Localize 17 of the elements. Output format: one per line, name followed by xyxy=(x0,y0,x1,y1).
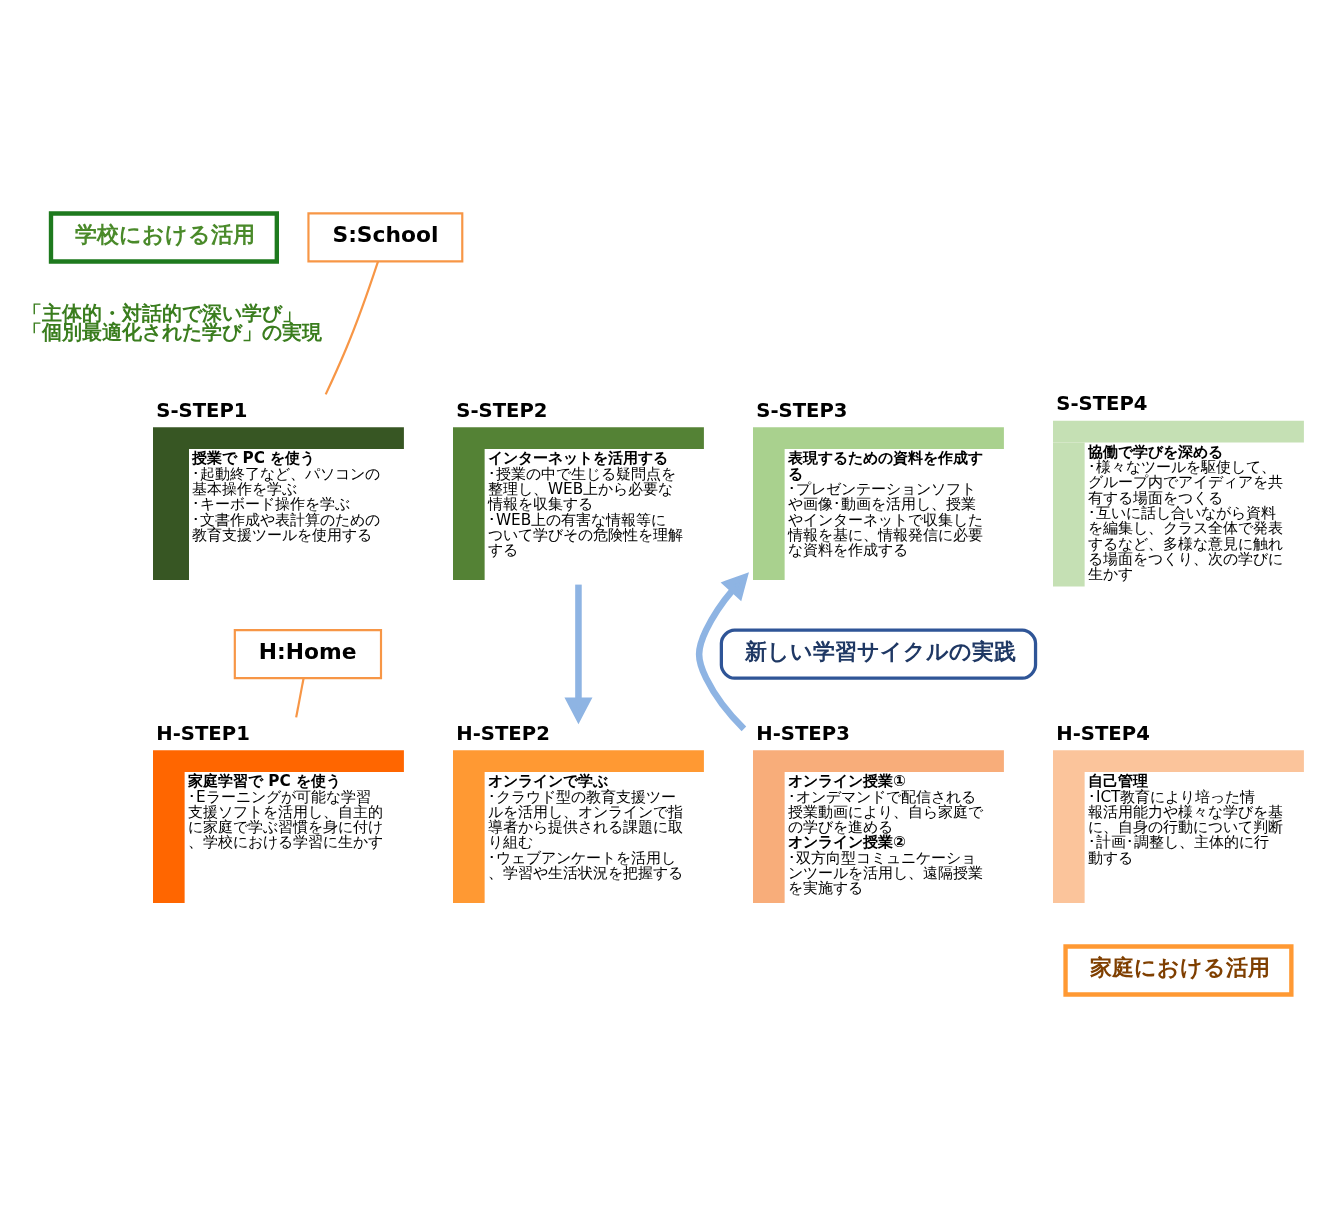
arrow xyxy=(695,572,749,732)
node-label: H-STEP2 xyxy=(455,721,550,745)
node-label: H-STEP4 xyxy=(1055,721,1150,745)
connector xyxy=(324,261,379,395)
node-label: H-STEP1 xyxy=(155,721,250,745)
node-label: S-STEP1 xyxy=(155,398,248,422)
arrow xyxy=(563,584,592,725)
node-label: S-STEP3 xyxy=(755,398,848,422)
node-box: H:Home xyxy=(233,629,382,680)
node-label: S-STEP2 xyxy=(455,398,548,422)
node-box: S:School xyxy=(306,212,463,263)
node-box: 学校における活用 xyxy=(48,211,279,264)
node-label: H-STEP3 xyxy=(755,721,850,745)
node-label: S-STEP4 xyxy=(1055,392,1148,416)
node-box: 新しい学習サイクルの実践 xyxy=(719,628,1037,680)
node-box: 家庭における活用 xyxy=(1062,944,1294,997)
connector xyxy=(294,678,305,718)
